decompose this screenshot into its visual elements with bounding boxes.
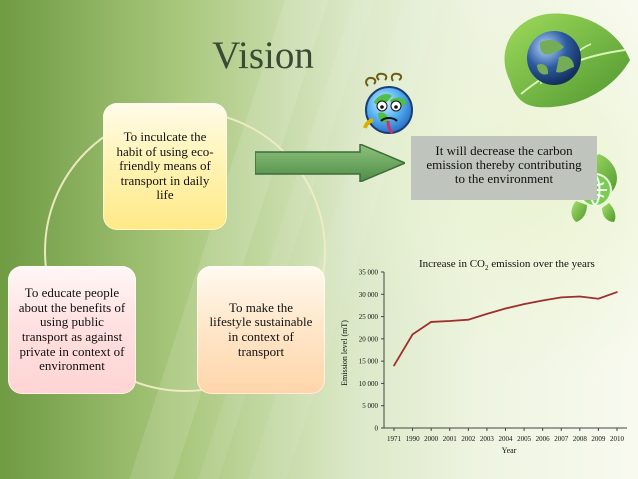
right-arrow-icon (255, 144, 405, 182)
left-goal-text: To educate people about the benefits of … (16, 286, 128, 373)
co2-data-point (486, 313, 488, 315)
chart-y-tick-label: 25 000 (359, 313, 379, 321)
chart-x-tick-label: 2004 (499, 435, 514, 443)
chart-x-tick-label: 2008 (573, 435, 588, 443)
co2-data-point (616, 291, 618, 293)
right-goal-box: To make the lifestyle sustainable in con… (197, 266, 325, 394)
right-goal-text: To make the lifestyle sustainable in con… (209, 301, 313, 359)
co2-data-point (412, 334, 414, 336)
chart-y-tick-label: 0 (375, 425, 379, 433)
chart-x-tick-label: 1990 (406, 435, 421, 443)
co2-data-point (468, 319, 470, 321)
chart-x-tick-label: 2003 (480, 435, 495, 443)
chart-y-tick-label: 10 000 (359, 380, 379, 388)
chart-x-axis-label: Year (502, 446, 517, 455)
chart-x-tick-label: 2010 (610, 435, 625, 443)
chart-y-axis-label: Emission level (mT) (340, 320, 349, 386)
co2-data-point (449, 320, 451, 322)
chart-x-tick-label: 2005 (517, 435, 532, 443)
co2-data-point (393, 365, 395, 367)
impact-note-text: It will decrease the carbon emission the… (426, 143, 581, 186)
leaf-globe-icon (492, 4, 636, 122)
chart-x-tick-label: 2007 (554, 435, 569, 443)
co2-data-point (579, 296, 581, 298)
chart-x-tick-label: 2000 (424, 435, 439, 443)
top-goal-text: To inculcate the habit of using eco-frie… (115, 130, 215, 203)
impact-note-box: It will decrease the carbon emission the… (411, 136, 597, 200)
co2-data-point (505, 308, 507, 310)
chart-y-tick-label: 30 000 (359, 291, 379, 299)
chart-y-tick-label: 35 000 (359, 269, 379, 277)
chart-y-tick-label: 5 000 (362, 402, 378, 410)
left-goal-box: To educate people about the benefits of … (8, 266, 136, 394)
sad-earth-icon (354, 72, 424, 142)
co2-data-point (430, 321, 432, 323)
co2-data-point (560, 297, 562, 299)
top-goal-box: To inculcate the habit of using eco-frie… (103, 103, 227, 230)
chart-y-tick-label: 20 000 (359, 335, 379, 343)
chart-x-tick-label: 1971 (387, 435, 402, 443)
co2-chart: 0 5 000 10 000 15 000 20 000 25 000 30 000 35 0… (331, 252, 631, 458)
chart-x-tick-label: 2002 (461, 435, 476, 443)
co2-chart-svg: 0 5 000 10 000 15 000 20 000 25 000 30 000 35 0… (331, 252, 631, 458)
co2-series-line (394, 292, 617, 366)
co2-data-point (523, 303, 525, 305)
chart-x-tick-label: 2001 (443, 435, 458, 443)
chart-y-tick-label: 15 000 (359, 358, 379, 366)
chart-root: 0 5 000 10 000 15 000 20 000 25 000 30 000 35 0… (340, 269, 627, 456)
co2-data-point (598, 298, 600, 300)
co2-data-point (542, 300, 544, 302)
chart-x-tick-label: 2009 (591, 435, 606, 443)
slide-title: Vision (203, 36, 323, 75)
chart-x-tick-label: 2006 (536, 435, 551, 443)
